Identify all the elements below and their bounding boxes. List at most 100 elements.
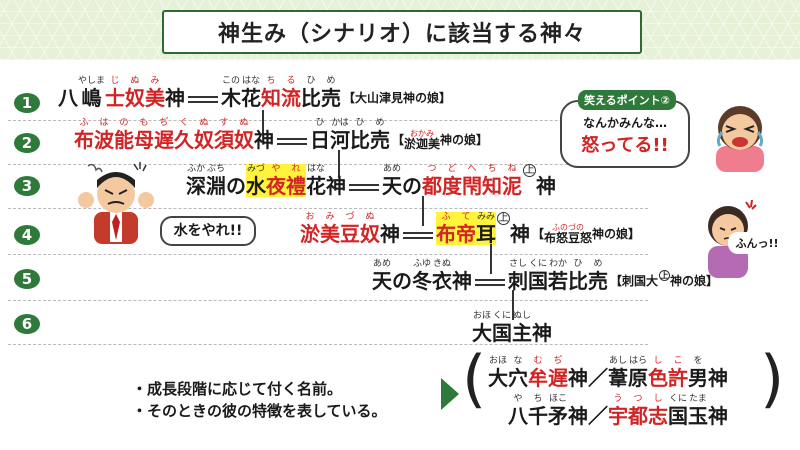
bubble-text: ふんっ!! bbox=[735, 237, 779, 250]
explanation-bullets: ・成長段階に応じて付く名前。 ・そのときの彼の特徴を表している。 bbox=[132, 378, 387, 422]
left-paren-icon: ( bbox=[462, 342, 487, 415]
glyph: 神 bbox=[380, 212, 400, 245]
kanji-char: 美 bbox=[320, 222, 340, 246]
kanji-char: 奴 bbox=[125, 86, 146, 110]
kanji-char: 国 bbox=[528, 269, 548, 293]
ruby-reading: たま bbox=[689, 394, 707, 404]
ruby-reading: はな bbox=[306, 164, 325, 174]
glyph: くに国 bbox=[528, 259, 548, 292]
parent-note: 【おかみ淤迦美神の娘】 bbox=[392, 129, 488, 151]
kanji-char: 耳 bbox=[476, 222, 496, 246]
kanji-char: 比 bbox=[350, 128, 370, 152]
ruby-reading: じ bbox=[110, 76, 120, 86]
ruby-reading: ち bbox=[533, 394, 543, 404]
suffix-text: 神 bbox=[510, 222, 530, 246]
glyph: し色 bbox=[648, 356, 668, 389]
ruby-reading: う bbox=[613, 394, 623, 404]
ruby-reading: を bbox=[693, 356, 703, 366]
glyph: あめ天 bbox=[382, 164, 402, 197]
glyph: の bbox=[402, 164, 422, 197]
kanji-char: 布 bbox=[436, 222, 456, 246]
kanji-char: 須 bbox=[214, 128, 234, 152]
glyph: ぬ奴 bbox=[125, 76, 145, 109]
descent-line bbox=[422, 196, 424, 226]
note-red-name: ふのづの布怒豆怒 bbox=[544, 223, 592, 245]
kanji-char: 牟 bbox=[528, 366, 548, 390]
ruby-reading: ひ bbox=[306, 76, 316, 86]
pouting-woman-illustration bbox=[708, 199, 757, 278]
header-band: 神生み（シナリオ）に該当する神々 bbox=[0, 0, 800, 60]
kanji-char: 穴 bbox=[508, 366, 528, 390]
kanji-char: 売 bbox=[588, 269, 608, 293]
note-text: 【刺国大 bbox=[610, 274, 659, 288]
note-red-name: おかみ淤迦美 bbox=[404, 129, 440, 151]
glyph: め売 bbox=[321, 76, 341, 109]
ruby-reading: おほ bbox=[472, 311, 491, 321]
glyph: 神 bbox=[708, 394, 728, 427]
row-number-2: 2 bbox=[14, 133, 40, 153]
glyph: こ許 bbox=[668, 356, 688, 389]
marriage-connector bbox=[349, 175, 379, 197]
glyph: みみ耳 bbox=[476, 212, 496, 245]
ruby-reading: づ bbox=[345, 212, 355, 222]
glyph: は波 bbox=[94, 118, 114, 151]
kanji-char: 主 bbox=[512, 321, 532, 345]
note-red-text: 布怒豆怒 bbox=[544, 231, 593, 245]
glyph: ほこ矛 bbox=[548, 394, 568, 427]
kanji-char: 淤 bbox=[300, 222, 320, 246]
funny-point-badge: 笑えるポイント② bbox=[578, 90, 676, 110]
alias-names-row-1: おほ大な穴む牟ぢ遅 神 ／あし葦はら原し色こ許を男 神 bbox=[488, 356, 728, 390]
ruby-reading: きぬ bbox=[432, 259, 451, 269]
kanji-char: 天 bbox=[382, 174, 402, 198]
superscript-mark: 上 bbox=[523, 164, 536, 177]
kanji-char: 神 bbox=[708, 366, 728, 390]
kanji-char: 母 bbox=[134, 128, 154, 152]
glyph: ふ布 bbox=[436, 212, 456, 245]
note-tail: 神の娘】 bbox=[440, 133, 489, 147]
parent-note: 【ふのづの布怒豆怒神の娘】 bbox=[532, 223, 640, 245]
page-title: 神生み（シナリオ）に該当する神々 bbox=[162, 10, 642, 54]
ruby-reading: く bbox=[179, 118, 189, 128]
ruby-reading: め bbox=[593, 259, 603, 269]
glyph: あめ天 bbox=[372, 259, 392, 292]
kanji-char: 八 bbox=[58, 86, 78, 110]
descent-line bbox=[490, 244, 492, 274]
ruby-reading: し bbox=[653, 394, 663, 404]
ruby-reading: ぬし bbox=[512, 311, 531, 321]
kanji-char: 度 bbox=[442, 174, 462, 198]
glyph: ぢ遅 bbox=[548, 356, 568, 389]
note-ruby: おかみ bbox=[410, 129, 435, 138]
glyph: め売 bbox=[588, 259, 608, 292]
kanji-char: 嶋 bbox=[81, 86, 102, 110]
ruby-reading: や bbox=[513, 394, 523, 404]
kanji-char: 遅 bbox=[154, 128, 174, 152]
glyph: ／ bbox=[588, 356, 608, 389]
kanji-char: 天 bbox=[372, 269, 392, 293]
note-tail: 神の娘】 bbox=[592, 227, 641, 241]
note-red-text: 淤迦美 bbox=[404, 137, 441, 151]
ruby-reading: む bbox=[533, 356, 543, 366]
glyph: な穴 bbox=[508, 356, 528, 389]
kanji-char: 神 bbox=[568, 404, 588, 428]
ruby-reading: み bbox=[150, 76, 160, 86]
deity-name-yashimajinumi: 八やしま嶋じ士ぬ奴み美 神 bbox=[58, 76, 185, 110]
kanji-char: ／ bbox=[588, 366, 608, 390]
ruby-reading: も bbox=[139, 118, 149, 128]
kanji-char: 久 bbox=[174, 128, 194, 152]
ruby-reading: はな bbox=[242, 76, 261, 86]
deity-name-konohanachiruhime: この木はな花ち知る流ひ比め売 bbox=[221, 76, 341, 109]
marriage-connector bbox=[277, 129, 307, 151]
descent-line bbox=[262, 110, 264, 134]
ruby-reading: て bbox=[461, 212, 471, 222]
glyph: お淤 bbox=[300, 212, 320, 245]
row-separator bbox=[8, 120, 648, 121]
glyph: 神 bbox=[568, 356, 588, 389]
name-suffix: 神 bbox=[536, 164, 556, 197]
glyph: ふゆ冬 bbox=[412, 259, 432, 292]
kanji-char: 若 bbox=[548, 269, 568, 293]
ruby-reading: は bbox=[99, 118, 109, 128]
deity-name-fukabuchinomizuyarehana: ふか深ぶち淵 のみづ水や夜れ禮はな花 神 bbox=[186, 164, 346, 197]
angry-man-illustration bbox=[78, 162, 154, 244]
deity-name-amenofuyukinu: あめ天 のふゆ冬きぬ衣 神 bbox=[372, 259, 472, 292]
glyph: かは河 bbox=[330, 118, 350, 151]
